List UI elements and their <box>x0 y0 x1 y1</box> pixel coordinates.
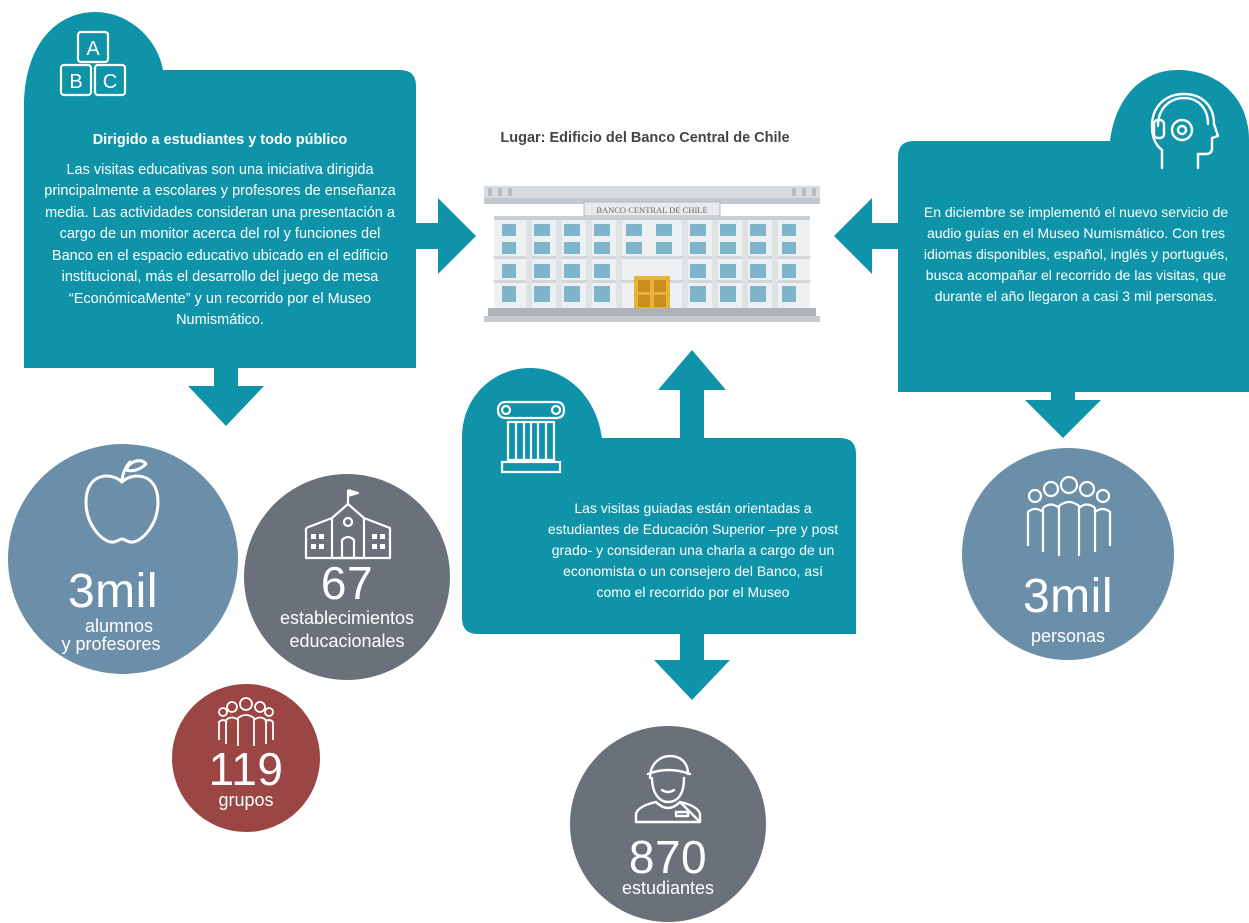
left-box-shape <box>24 12 416 368</box>
group-icon <box>218 697 274 746</box>
stat-groups-value: 119 <box>208 743 284 795</box>
stat-audio-visitors: 3mil personas <box>962 448 1174 660</box>
stat-university-label: estudiantes <box>621 878 715 898</box>
stat-schools-value: 67 <box>320 557 374 609</box>
school-icon <box>304 488 392 560</box>
column-icon <box>496 400 566 474</box>
svg-text:B: B <box>69 71 82 93</box>
center-box-shape <box>462 368 856 634</box>
stat-university-students: 870 estudiantes <box>570 726 766 922</box>
arrow-right-left-box <box>416 198 476 274</box>
stat-students-teachers: 3mil alumnos y profesores <box>8 444 238 674</box>
bank-building-illustration: BANCO CENTRAL DE CHILE <box>484 186 820 322</box>
stat-university-value: 870 <box>628 831 708 883</box>
left-box-heading: Dirigido a estudiantes y todo público <box>92 132 348 148</box>
svg-text:A: A <box>86 38 100 60</box>
building-sign: BANCO CENTRAL DE CHILE <box>596 205 707 215</box>
stat-schools-label1: establecimientos <box>279 608 415 628</box>
arrow-down-center-box <box>654 634 730 700</box>
arrow-down-left-box <box>188 368 264 426</box>
stat-students-label2: y profesores <box>61 634 161 654</box>
stat-schools-label2: educacionales <box>289 631 405 651</box>
stat-students-label1: alumnos <box>84 616 154 636</box>
arrow-down-right-box <box>1025 392 1101 438</box>
left-box-text: Dirigido a estudiantes y todo público La… <box>44 130 396 332</box>
stat-groups-label: grupos <box>218 790 274 810</box>
right-box-body: En diciembre se implementó el nuevo serv… <box>923 204 1229 304</box>
arrow-left-right-box <box>834 198 898 274</box>
svg-text:C: C <box>103 71 117 93</box>
stat-students-value: 3mil <box>67 565 158 618</box>
right-box-text: En diciembre se implementó el nuevo serv… <box>916 202 1236 307</box>
center-box-text: Las visitas guiadas están orientadas a e… <box>545 498 841 603</box>
crowd-icon <box>1026 476 1112 556</box>
place-label: Lugar: Edificio del Banco Central de Chi… <box>500 130 790 146</box>
left-box-body: Las visitas educativas son una iniciativ… <box>44 161 396 329</box>
arrow-up-center-box <box>658 350 726 438</box>
center-box-body: Las visitas guiadas están orientadas a e… <box>547 500 839 600</box>
headphones-head-icon <box>1150 92 1220 170</box>
stat-audio-value: 3mil <box>1022 570 1113 623</box>
student-icon <box>634 754 702 824</box>
stat-groups: 119 grupos <box>172 684 320 832</box>
stat-schools: 67 establecimientos educacionales <box>244 474 450 680</box>
apple-icon <box>84 459 160 544</box>
stat-audio-label: personas <box>1030 626 1106 646</box>
